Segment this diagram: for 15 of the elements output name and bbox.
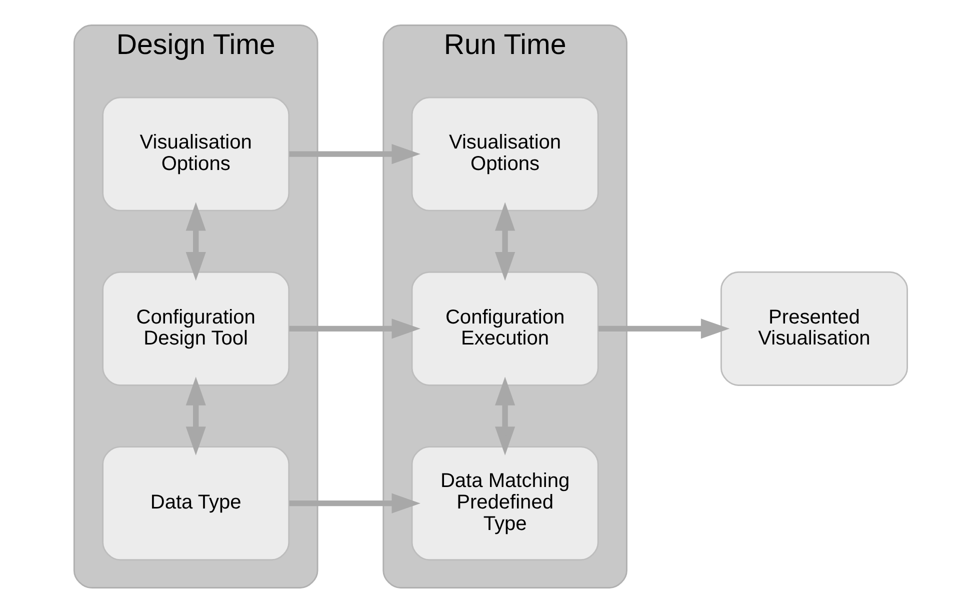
- node-box: Configuration Design Tool: [102, 271, 290, 386]
- arrow: [494, 202, 515, 281]
- node-box: Visualisation Options: [410, 96, 598, 212]
- arrow: [185, 376, 206, 456]
- arrow: [288, 493, 420, 514]
- arrow: [494, 376, 515, 456]
- node-box: Visualisation Options: [102, 96, 290, 212]
- arrow: [598, 318, 730, 339]
- node-box: Data Matching Predefined Type: [410, 446, 598, 561]
- node-box: Configuration Execution: [410, 271, 598, 386]
- node-box: Presented Visualisation: [720, 271, 908, 386]
- arrow: [288, 318, 420, 339]
- node-box: Data Type: [102, 446, 290, 561]
- arrow: [185, 202, 206, 281]
- arrow: [288, 144, 420, 164]
